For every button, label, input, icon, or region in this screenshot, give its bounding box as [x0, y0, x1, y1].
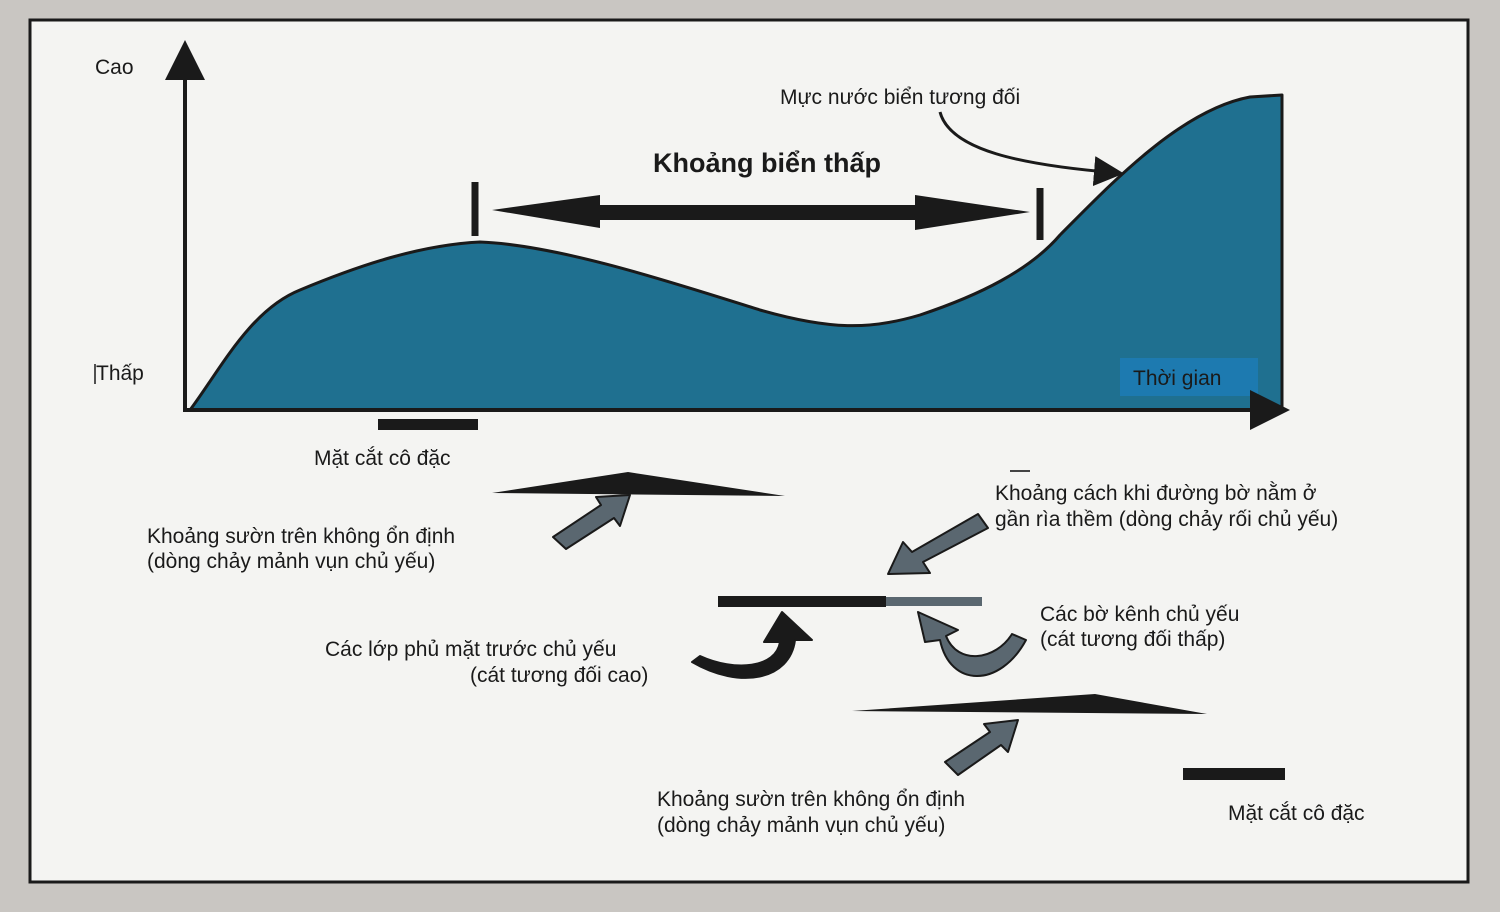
front-lobes-line1: Các lớp phủ mặt trước chủ yếu: [325, 638, 616, 661]
time-label-box: [1120, 358, 1258, 396]
front-lobes-line2: (cát tương đối cao): [470, 664, 648, 687]
sea-level-area: [188, 93, 1284, 412]
channel-levees-line2: (cát tương đối thấp): [1040, 628, 1225, 651]
curved-arrow-icon-right: [917, 611, 1027, 677]
slope-upper-line1: Khoảng sườn trên không ổn định: [147, 525, 455, 548]
shoreline-bar-light: [886, 597, 982, 606]
upward-arrow-icon: [552, 494, 631, 550]
condensed-section-bottom-label: Mặt cắt cô đặc: [1228, 802, 1365, 825]
slope-upper-line2: (dòng chảy mảnh vụn chủ yếu): [147, 550, 435, 573]
slope-lower-line1: Khoảng sườn trên không ổn định: [657, 788, 965, 811]
y-axis-high-label: Cao: [95, 56, 134, 79]
slope-lower-line2: (dòng chảy mảnh vụn chủ yếu): [657, 814, 945, 837]
curve-pointer-arrow: [938, 111, 1124, 186]
shelf-edge-line2: gần rìa thềm (dòng chảy rối chủ yếu): [995, 508, 1338, 531]
x-axis-label: Thời gian: [1133, 367, 1221, 390]
curve-label: Mực nước biển tương đối: [780, 86, 1020, 109]
lower-slope-wedge: [852, 694, 1207, 714]
condensed-section-top-label: Mặt cắt cô đặc: [314, 447, 451, 470]
lowstand-double-arrow: [492, 195, 1030, 230]
upper-slope-wedge: [492, 472, 785, 496]
lowstand-label: Khoảng biển thấp: [653, 148, 881, 178]
condensed-section-bar-bottom: [1183, 768, 1285, 780]
shoreline-bar-dark: [718, 596, 886, 607]
y-axis-low-label: Thấp: [96, 362, 144, 385]
upward-arrow-icon-lower: [944, 719, 1019, 776]
channel-levees-line1: Các bờ kênh chủ yếu: [1040, 603, 1239, 626]
downleft-arrow-icon: [887, 513, 989, 575]
condensed-section-bar-top: [378, 419, 478, 430]
shelf-edge-line1: Khoảng cách khi đường bờ nằm ở: [995, 482, 1317, 505]
curved-arrow-icon: [691, 611, 813, 679]
